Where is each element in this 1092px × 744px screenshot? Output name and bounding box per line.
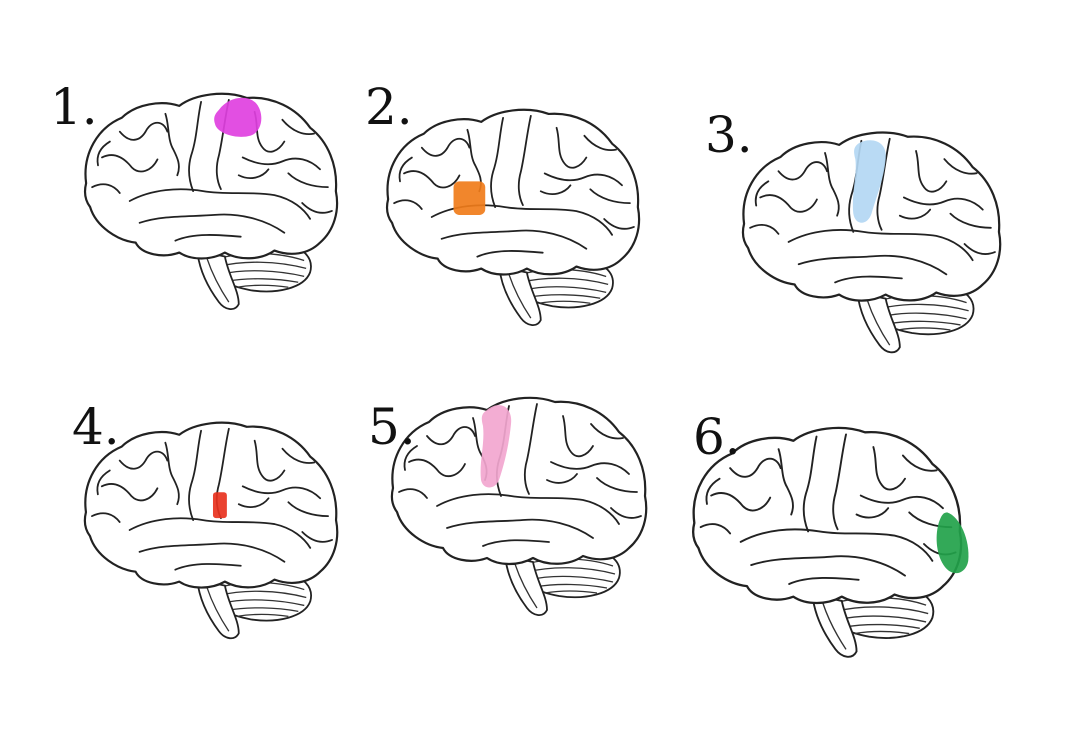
- panel-number-label: 1.: [50, 78, 98, 136]
- highlighted-region: [453, 181, 486, 216]
- cerebrum: [741, 131, 1002, 302]
- highlighted-region: [214, 97, 262, 137]
- highlighted-region: [852, 140, 886, 223]
- cerebrum: [83, 92, 339, 260]
- brain-illustration: [390, 396, 648, 616]
- cerebrum: [691, 426, 963, 605]
- panel-number-label: 4.: [72, 398, 120, 456]
- brainstem: [811, 593, 858, 658]
- brain-illustration: [83, 92, 339, 310]
- cerebrum: [390, 396, 648, 566]
- brainstem: [196, 578, 240, 640]
- brain-illustration: [741, 131, 1002, 354]
- cerebrum: [385, 108, 641, 276]
- panel-number-label: 5.: [368, 398, 416, 456]
- brain-illustration: [385, 108, 641, 326]
- cerebrum: [83, 421, 339, 589]
- highlighted-region: [480, 405, 512, 488]
- brainstem: [856, 291, 901, 354]
- highlighted-region: [936, 512, 969, 574]
- panel-number-label: 6.: [693, 408, 741, 466]
- brainstem: [196, 249, 240, 310]
- highlighted-region: [212, 492, 227, 519]
- brain-illustration: [691, 426, 969, 658]
- brain-illustration: [83, 421, 339, 640]
- brainstem: [503, 554, 548, 616]
- panel-number-label: 3.: [705, 106, 753, 164]
- panel-number-label: 2.: [365, 78, 413, 136]
- brainstem: [498, 265, 542, 326]
